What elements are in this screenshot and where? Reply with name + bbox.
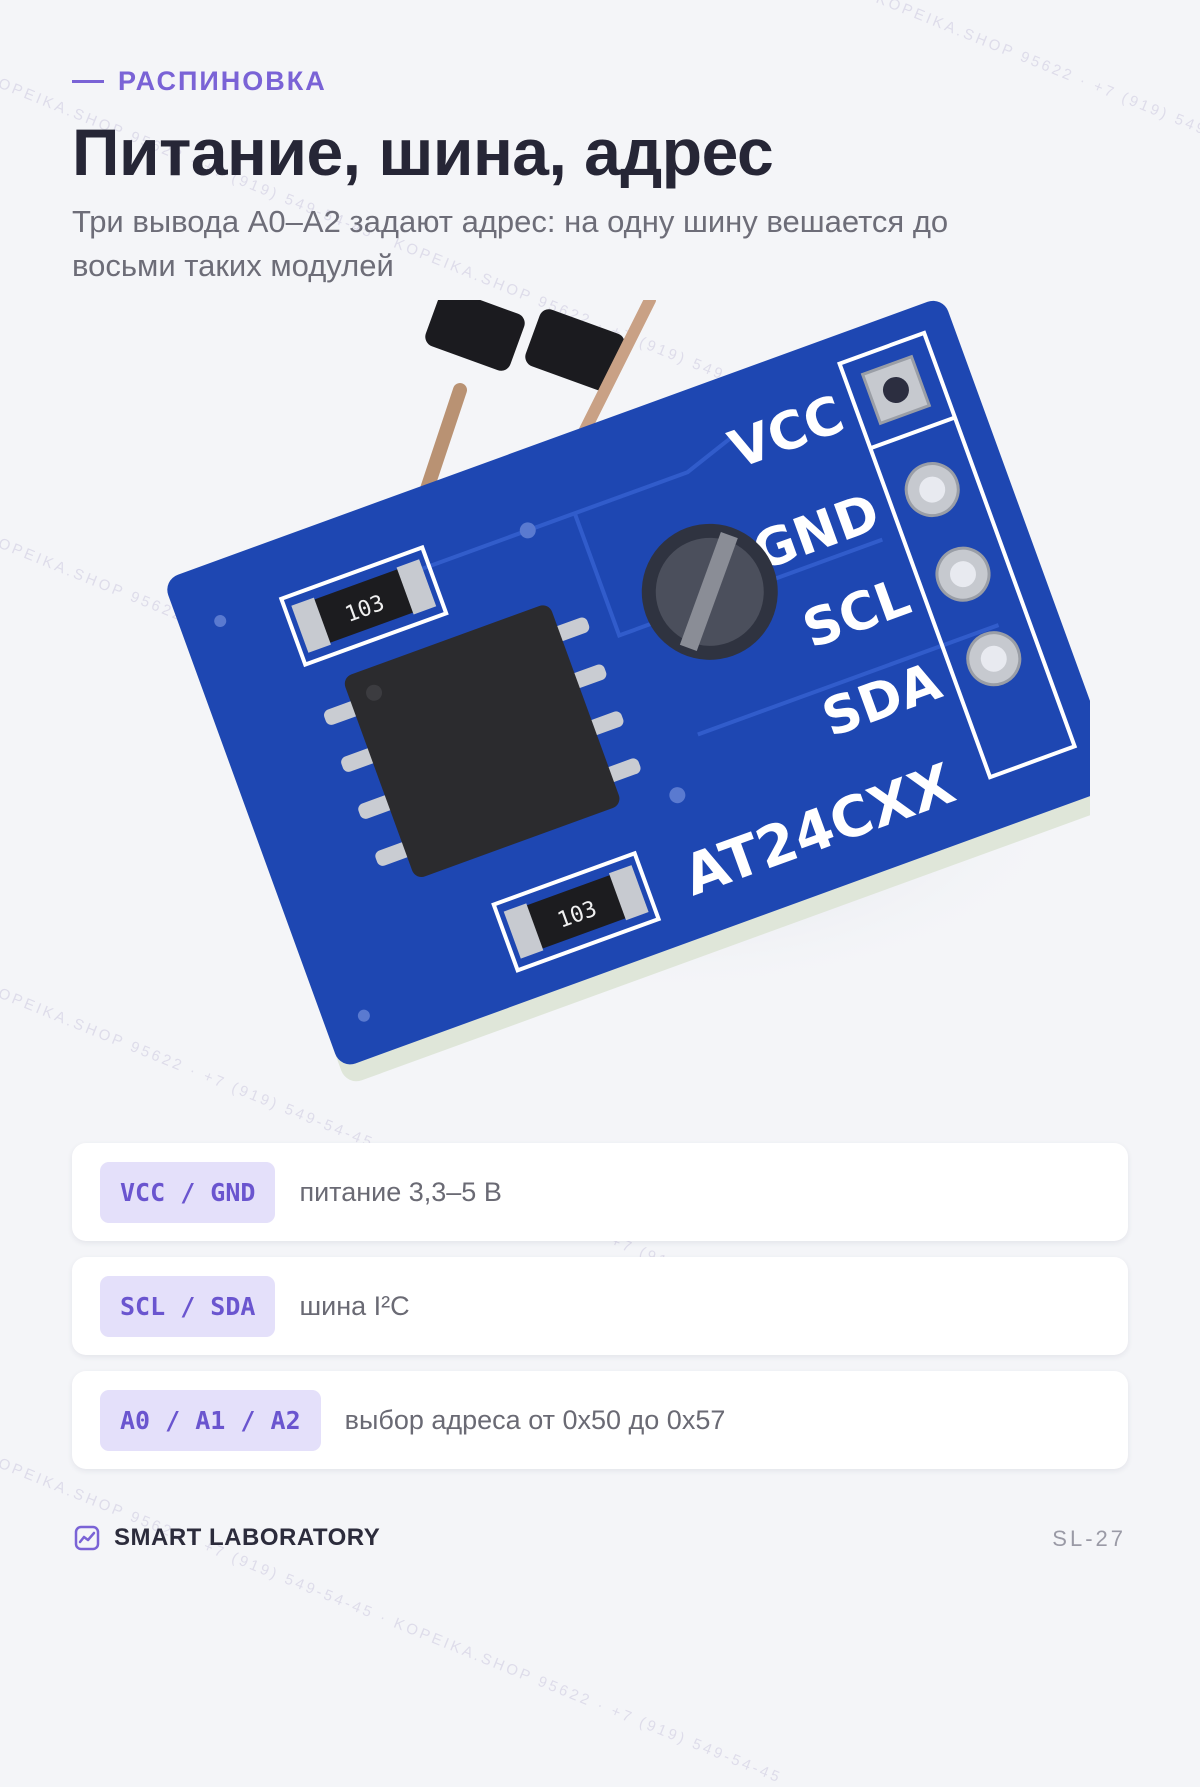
pin-description: выбор адреса от 0x50 до 0x57 <box>344 1404 726 1435</box>
module-photo: VCC GND SCL SDA <box>130 300 1090 1090</box>
page-subtitle: Три вывода A0–A2 задают адрес: на одну ш… <box>72 204 949 283</box>
footer-brand: SMART LABORATORY <box>74 1524 380 1552</box>
pcb-board: VCC GND SCL SDA <box>167 300 1090 1082</box>
resistor-2: 103 <box>491 850 662 973</box>
page-code: SL-27 <box>1052 1526 1126 1551</box>
brand-name: SMART LABORATORY <box>114 1524 381 1551</box>
pinout-list: VCC / GND питание 3,3–5 В SCL / SDA шина… <box>72 1143 1128 1485</box>
watermark-text: KOPEIKA.SHOP 95622 · +7 (919) 549-54-45 … <box>0 1450 785 1787</box>
pinout-row-bus: SCL / SDA шина I²C <box>72 1257 1128 1355</box>
eyebrow-label: РАСПИНОВКА <box>118 66 327 96</box>
at24cxx-module-illustration: VCC GND SCL SDA <box>167 300 1090 1082</box>
eyebrow-dash <box>72 80 104 83</box>
eeprom-chip <box>324 605 641 878</box>
pin-description: питание 3,3–5 В <box>299 1176 502 1207</box>
pinout-row-address: A0 / A1 / A2 выбор адреса от 0x50 до 0x5… <box>72 1371 1128 1469</box>
pin-badge: VCC / GND <box>100 1161 276 1223</box>
page-title: Питание, шина, адрес <box>72 115 774 189</box>
resistor-1: 103 <box>278 544 449 668</box>
pin-pads <box>860 354 1022 687</box>
pin-description: шина I²C <box>299 1290 410 1321</box>
chart-line-icon <box>74 1525 100 1551</box>
section-eyebrow: РАСПИНОВКА <box>72 66 327 97</box>
pin-badge: A0 / A1 / A2 <box>100 1389 321 1451</box>
pin-badge: SCL / SDA <box>100 1275 276 1337</box>
pinout-row-power: VCC / GND питание 3,3–5 В <box>72 1143 1128 1241</box>
